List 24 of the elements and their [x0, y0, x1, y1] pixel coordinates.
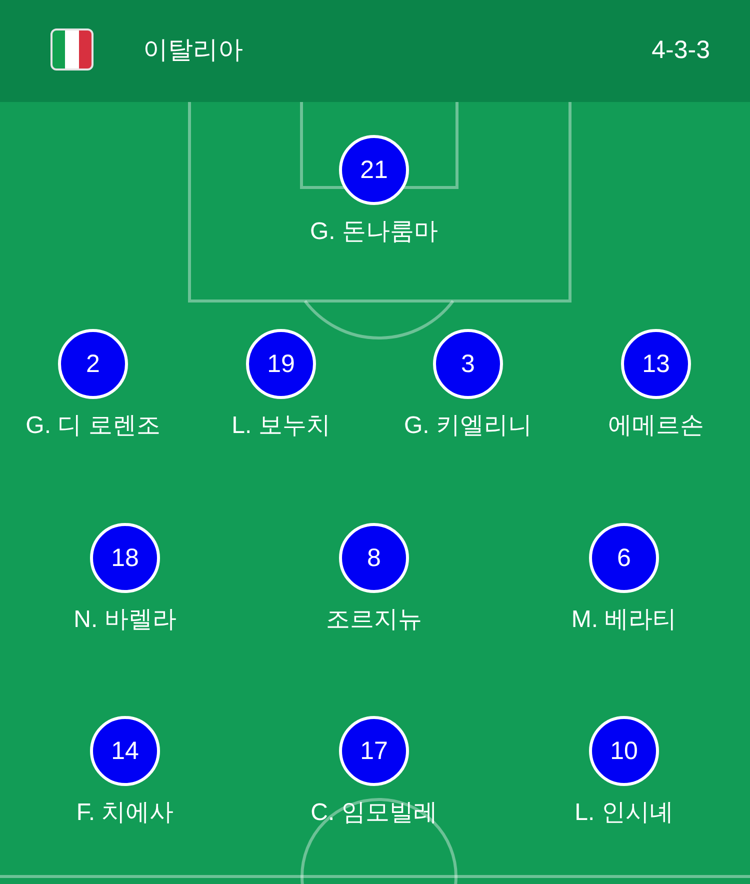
player-marker: 21 — [339, 135, 409, 205]
player-name: G. 돈나룸마 — [310, 217, 438, 247]
player-marker: 8 — [339, 523, 409, 593]
player-name: N. 바렐라 — [74, 605, 176, 635]
player-name: L. 인시녜 — [574, 798, 674, 828]
player-marker: 13 — [621, 329, 691, 399]
player-name: M. 베라티 — [571, 605, 677, 635]
player-marker: 3 — [433, 329, 503, 399]
player-marker: 6 — [589, 523, 659, 593]
player-name: L. 보누치 — [232, 411, 330, 441]
formation-text: 4-3-3 — [652, 35, 710, 66]
player-name: 에메르손 — [608, 411, 704, 441]
player-name: F. 치에사 — [76, 798, 174, 828]
player-marker: 2 — [58, 329, 128, 399]
player-name: C. 임모빌레 — [310, 798, 438, 828]
player-name: G. 키엘리니 — [404, 411, 532, 441]
player-marker: 19 — [246, 329, 316, 399]
player-marker: 14 — [90, 716, 160, 786]
team-name: 이탈리아 — [143, 35, 243, 66]
player-name: 조르지뉴 — [326, 605, 422, 635]
player-marker: 17 — [339, 716, 409, 786]
player-marker: 18 — [90, 523, 160, 593]
player-name: G. 디 로렌조 — [26, 411, 160, 441]
player-marker: 10 — [589, 716, 659, 786]
